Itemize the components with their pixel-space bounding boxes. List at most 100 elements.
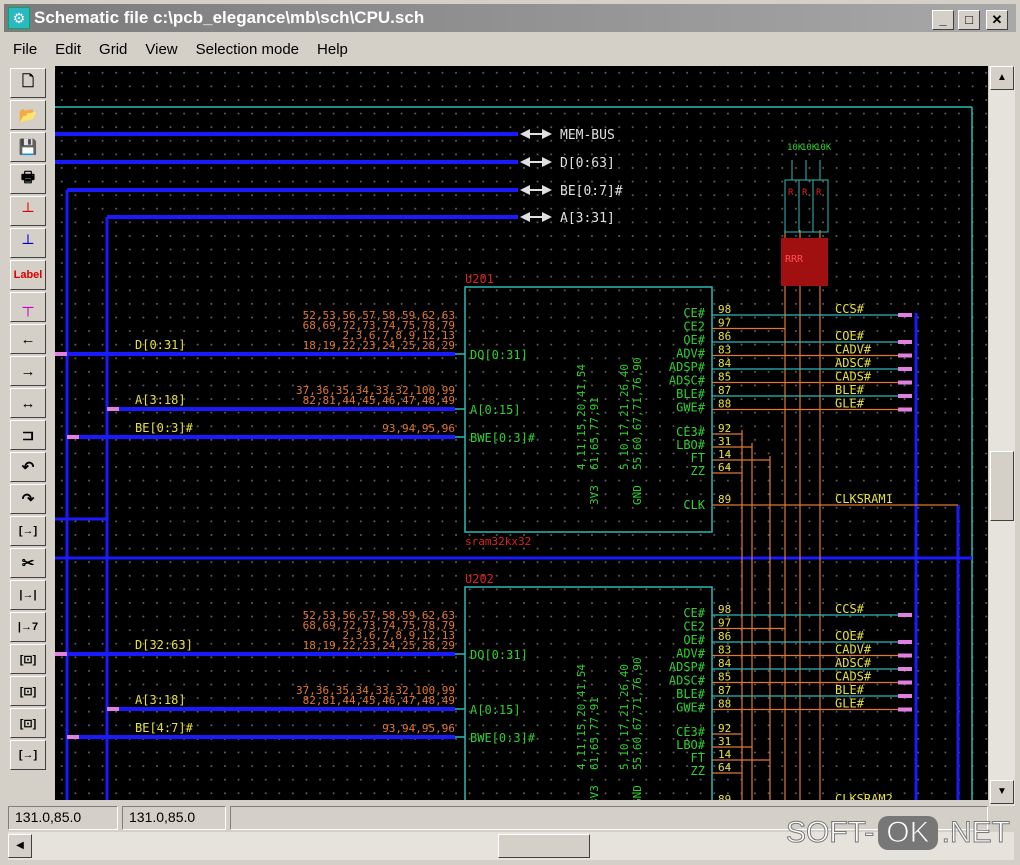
pin-label: A[0:15] (470, 703, 521, 717)
watermark: SOFT- OK .NET (785, 816, 1011, 850)
net-label: CLKSRAM2 (835, 792, 893, 800)
net-right-tool-button[interactable]: → (10, 356, 46, 386)
pin-number: 84 (718, 657, 732, 670)
vertical-scrollbar[interactable]: ▲ ▼ (989, 66, 1015, 806)
port-label: D[0:63] (560, 156, 615, 171)
pin-numbers: 37,36,35,34,33,32,100,99 (296, 384, 455, 397)
wire-red-tool-button[interactable]: ┴ (10, 196, 46, 226)
bus-entry (898, 694, 912, 698)
new-file-tool-button[interactable]: 🗋 (10, 68, 46, 98)
net-label: GLE# (835, 697, 865, 711)
scroll-left-button[interactable]: ◀ (8, 834, 32, 858)
power-pin-label: 4,11,15,20,41,54 (575, 664, 588, 770)
menu-help[interactable]: Help (317, 40, 348, 58)
chip-reference: U201 (465, 272, 494, 286)
pin-tool-button[interactable]: ┬ (10, 292, 46, 322)
block-1-tool-button[interactable]: [⊡] (10, 644, 46, 674)
pin-number: 97 (718, 317, 731, 330)
block-2-tool-button[interactable]: [⊡] (10, 676, 46, 706)
pin-label: FT (691, 751, 705, 765)
open-folder-tool-button[interactable]: 📂 (10, 100, 46, 130)
pin-label: CE2 (683, 320, 705, 334)
pin-number: 98 (718, 603, 731, 616)
vertical-scroll-thumb[interactable] (990, 451, 1014, 521)
block-4-tool-button[interactable]: [→] (10, 740, 46, 770)
menu-bar: File Edit Grid View Selection mode Help (4, 36, 357, 62)
net-label: CADV# (835, 643, 872, 657)
pin-label: FT (691, 451, 705, 465)
pin-number: 89 (718, 793, 731, 800)
bus-entry (898, 640, 912, 644)
bus-entry (898, 707, 912, 712)
pin-number: 64 (718, 761, 732, 774)
maximize-button[interactable]: □ (958, 10, 980, 30)
redo-icon: ↷ (21, 491, 35, 508)
menu-grid[interactable]: Grid (99, 40, 128, 58)
connect-tool-button[interactable]: [→] (10, 516, 46, 546)
pin-number: 92 (718, 422, 731, 435)
resistor-label: R (802, 188, 808, 198)
save-tool-button[interactable]: 💾 (10, 132, 46, 162)
print-tool-button[interactable]: 🖶 (10, 164, 46, 194)
pin-number: 88 (718, 698, 731, 711)
status-bar: 131.0,85.0 131.0,85.0 (8, 806, 988, 830)
menu-edit[interactable]: Edit (55, 40, 82, 58)
pin-numbers: 82,81,44,45,46,47,48,49 (303, 694, 455, 707)
minimize-button[interactable]: _ (932, 10, 954, 30)
power-pin-label: 3V3 (588, 485, 601, 505)
pin-number: 64 (718, 461, 732, 474)
horizontal-scrollbar[interactable]: ◀ (8, 832, 1014, 860)
pin-number: 97 (718, 617, 731, 630)
net-label: BE[0:3]# (135, 421, 194, 435)
close-button[interactable]: ✕ (986, 10, 1008, 30)
rotate-icon: |→7 (17, 621, 39, 633)
pin-numbers: 52,53,56,57,58,59,62,63 (303, 309, 455, 322)
bus-entry (898, 667, 912, 671)
menu-selection-mode[interactable]: Selection mode (195, 40, 300, 58)
menu-view[interactable]: View (145, 40, 178, 58)
cursor-coordinates: 131.0,85.0 (8, 806, 118, 830)
scroll-up-button[interactable]: ▲ (990, 66, 1014, 90)
bus-entry (67, 735, 79, 739)
pin-numbers: 18,19,22,23,24,25,28,29 (303, 639, 455, 652)
net-left-tool-button[interactable]: ← (10, 324, 46, 354)
cut-icon: ✂ (21, 555, 35, 572)
pin-label: DQ[0:31] (470, 348, 528, 362)
redo-tool-button[interactable]: ↷ (10, 484, 46, 514)
pin-number: 85 (718, 371, 731, 384)
pin-label: CE3# (676, 425, 706, 439)
block-2-icon: [⊡] (19, 685, 37, 698)
undo-tool-button[interactable]: ↶ (10, 452, 46, 482)
block-3-tool-button[interactable]: [⊡] (10, 708, 46, 738)
pin-label: ADSP# (669, 360, 706, 374)
rotate-tool-button[interactable]: |→7 (10, 612, 46, 642)
net-both-tool-button[interactable]: ↔ (10, 388, 46, 418)
bus-entry (107, 707, 119, 711)
net-label: CADV# (835, 343, 872, 357)
horizontal-scroll-thumb[interactable] (498, 834, 590, 858)
chip-value: sram32kx32 (465, 535, 531, 548)
power-pin-label: GND (631, 785, 644, 800)
power-pin-label: 5,10,17,21,26,40 (618, 364, 631, 470)
resistor-value: 10K (787, 143, 804, 153)
net-label: CADS# (835, 670, 872, 684)
net-label: A[3:18] (135, 693, 186, 707)
print-icon: 🖶 (20, 168, 36, 186)
move-tool-button[interactable]: |→| (10, 580, 46, 610)
menu-file[interactable]: File (13, 40, 38, 58)
pin-label: CLK (683, 498, 705, 512)
chip-reference: U202 (465, 572, 494, 586)
label-tool-button[interactable]: Label (10, 260, 46, 290)
component-tool-button[interactable]: ⊐ (10, 420, 46, 450)
pin-numbers: 93,94,95,96 (382, 722, 455, 735)
pin-label: CE3# (676, 725, 706, 739)
pin-number: 83 (718, 644, 731, 657)
power-pin-label: 61,65,77,91 (588, 397, 601, 470)
net-label: CADS# (835, 370, 872, 384)
app-icon: ⚙ (8, 7, 30, 29)
pin-numbers: 2,3,6,7,8,9,12,13 (342, 329, 455, 342)
cut-tool-button[interactable]: ✂ (10, 548, 46, 578)
scroll-down-button[interactable]: ▼ (990, 780, 1014, 804)
wire-blue-tool-button[interactable]: ┴ (10, 228, 46, 258)
